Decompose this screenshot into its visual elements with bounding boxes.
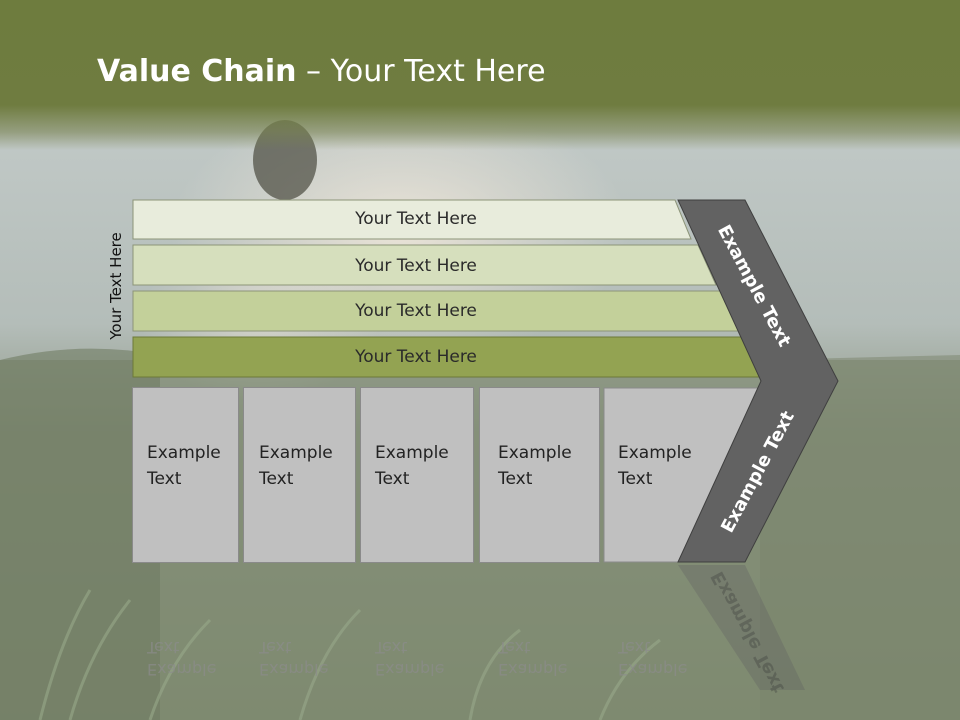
- bar-1-label: Your Text Here: [355, 209, 477, 229]
- box-1-text: Example Text: [147, 443, 221, 489]
- box-2-reflection: Example Text: [259, 638, 329, 679]
- bar-2-label: Your Text Here: [355, 256, 477, 276]
- box-3: [360, 387, 474, 563]
- box-5-text: Example Text: [618, 443, 692, 489]
- box-2-text: Example Text: [259, 443, 333, 489]
- bar-1: [132, 199, 692, 240]
- bar-4-label: Your Text Here: [355, 347, 477, 367]
- page-title: Value Chain – Your Text Here: [97, 54, 546, 89]
- chevron-arrow: [677, 199, 839, 563]
- box-4: [479, 387, 600, 563]
- box-2: [243, 387, 356, 563]
- title-rest: – Your Text Here: [296, 54, 546, 89]
- box-1-reflection: Example Text: [147, 638, 217, 679]
- bar-3-label: Your Text Here: [355, 301, 477, 321]
- box-4-text: Example Text: [498, 443, 572, 489]
- title-bold: Value Chain: [97, 54, 297, 89]
- chevron-reflection: [678, 565, 805, 690]
- title-banner: [0, 0, 960, 150]
- box-1: [132, 387, 239, 563]
- bar-2: [132, 244, 717, 286]
- box-3-text: Example Text: [375, 443, 449, 489]
- box-3-reflection: Example Text: [375, 638, 445, 679]
- box-4-reflection: Example Text: [498, 638, 568, 679]
- box-5-reflection: Example Text: [618, 638, 688, 679]
